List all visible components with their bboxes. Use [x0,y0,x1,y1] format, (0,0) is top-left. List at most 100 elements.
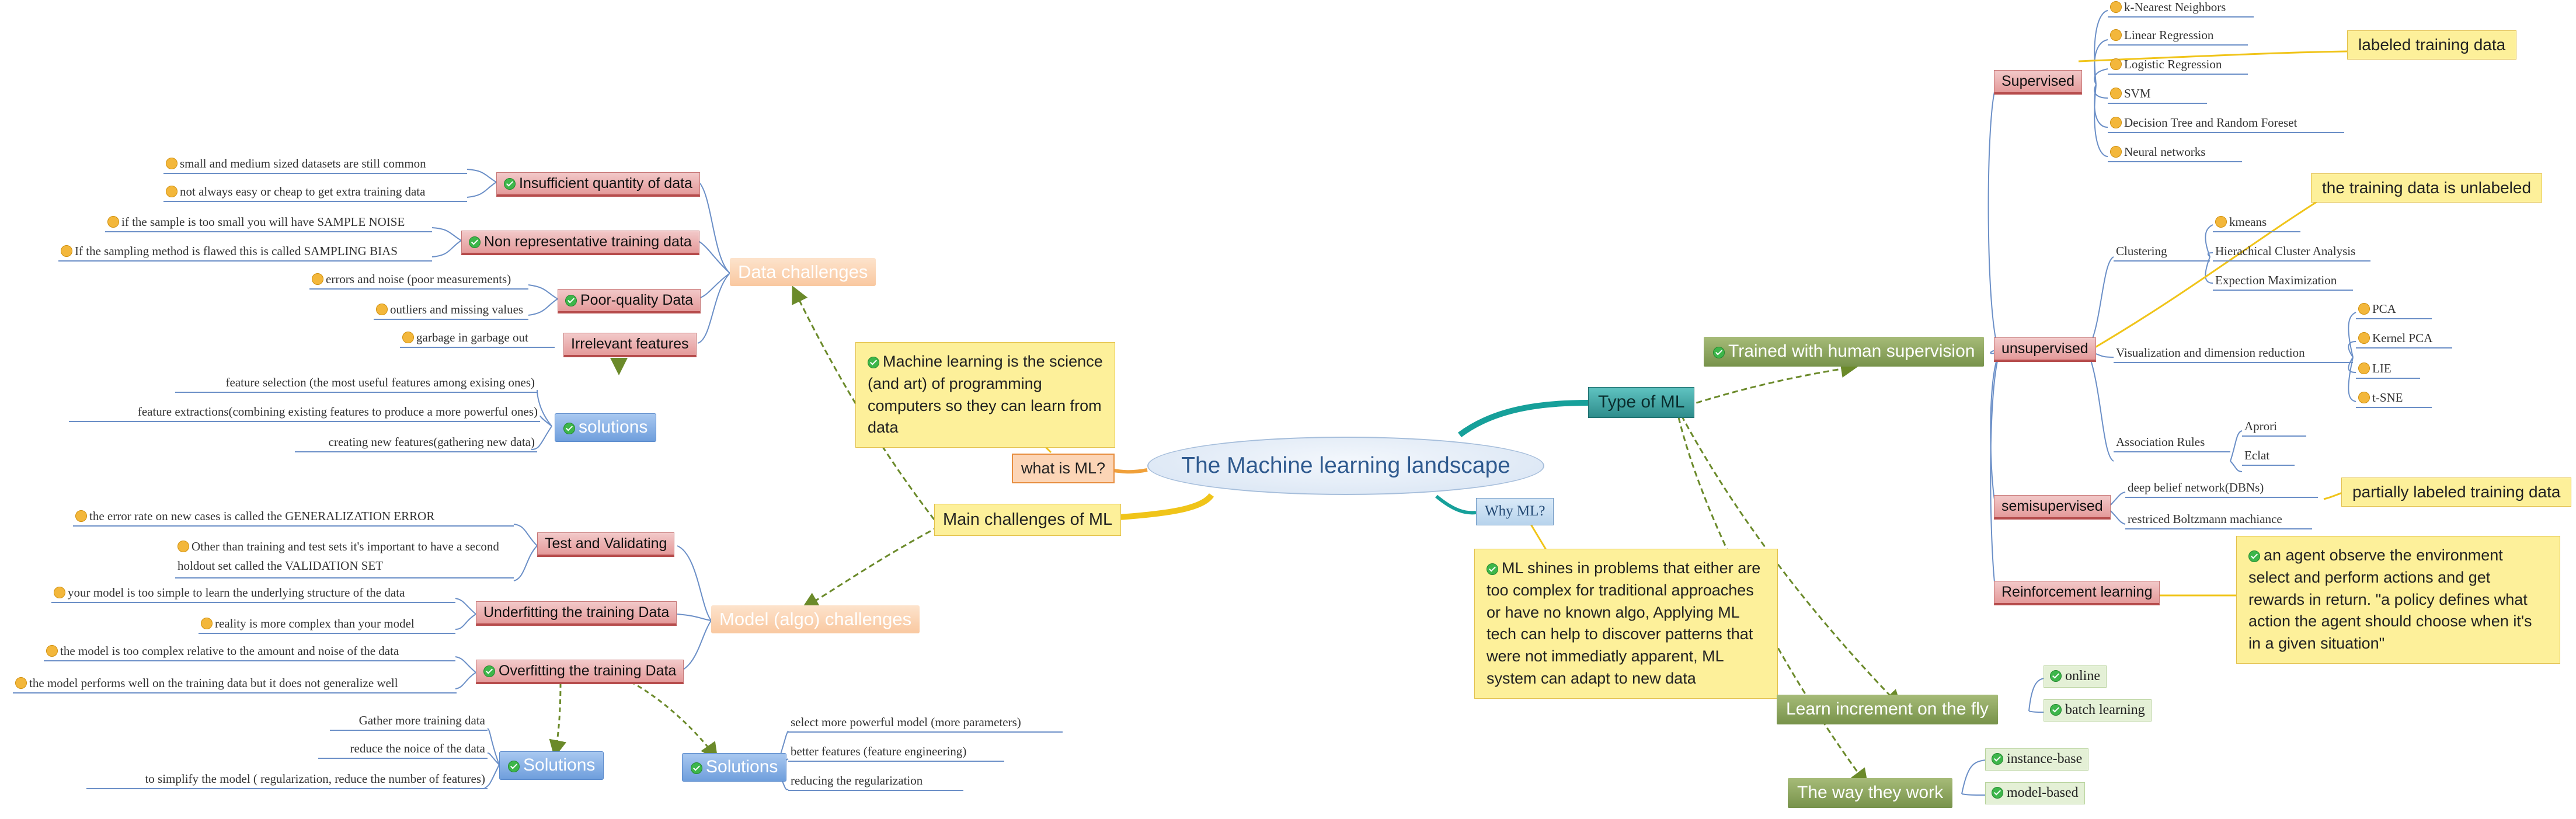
bullet-icon [2110,29,2122,41]
poor-quality-node[interactable]: Poor-quality Data [558,289,701,313]
online-item[interactable]: online [2044,665,2107,688]
instance-base-item[interactable]: instance-base [1985,748,2089,771]
bullet-icon [15,677,27,689]
non-representative-label: Non representative training data [484,233,692,250]
list-item: t-SNE [2356,391,2432,409]
what-is-ml-note: Machine learning is the science (and art… [855,342,1115,448]
bullet-icon [46,645,58,657]
check-icon [2248,550,2260,562]
central-topic[interactable]: The Machine learning landscape [1147,437,1544,495]
batch-learning-item[interactable]: batch learning [2044,699,2152,722]
bullet-icon [2358,303,2370,315]
item-text: Decision Tree and Random Foreset [2124,116,2297,130]
list-item: reality is more complex than your model [199,616,455,635]
bullet-icon [2358,392,2370,403]
irrelevant-features-node[interactable]: Irrelevant features [563,333,697,357]
list-item: restriced Boltzmann machiance [2125,512,2312,530]
check-icon [2050,670,2062,682]
list-item: the model performs well on the training … [13,676,457,694]
item-text: Logistic Regression [2124,57,2222,71]
type-of-ml-node[interactable]: Type of ML [1588,387,1695,418]
insufficient-data-node[interactable]: Insufficient quantity of data [496,172,700,197]
bullet-icon [2110,1,2122,13]
list-item: Aprori [2242,419,2306,437]
item-text: model-based [2007,785,2079,800]
list-item: Kernel PCA [2356,331,2452,349]
list-item: better features (feature engineering) [788,744,1004,762]
data-solutions-node[interactable]: solutions [555,413,657,442]
non-representative-node[interactable]: Non representative training data [461,231,699,255]
bullet-icon [2110,58,2122,70]
model-based-item[interactable]: model-based [1985,782,2085,804]
poor-quality-label: Poor-quality Data [580,292,694,308]
check-icon [691,762,702,774]
item-text: small and medium sized datasets are stil… [180,156,426,170]
check-icon [504,178,516,190]
check-icon [1992,753,2003,765]
bullet-icon [312,273,323,285]
underfitting-node[interactable]: Underfitting the training Data [476,601,677,626]
item-text: kmeans [2229,215,2267,229]
list-item: Other than training and test sets it's i… [175,537,514,579]
item-text: outliers and missing values [390,302,524,316]
clustering-node[interactable]: Clustering [2114,244,2210,262]
list-item: errors and noise (poor measurements) [309,272,528,290]
why-ml-node[interactable]: Why ML? [1476,498,1554,525]
list-item: your model is too simple to learn the un… [51,586,455,604]
supervised-node[interactable]: Supervised [1994,70,2083,95]
semisupervised-node[interactable]: semisupervised [1994,495,2111,520]
bullet-icon [376,304,388,315]
item-text: the model is too complex relative to the… [60,644,399,658]
visualization-node[interactable]: Visualization and dimension reduction [2114,346,2353,364]
list-item: Logistic Regression [2108,57,2248,75]
check-icon [508,761,520,772]
list-item: reduce the noice of the data [318,741,488,759]
item-text: online [2065,668,2100,684]
bullet-icon [2358,332,2370,344]
check-icon [469,236,481,248]
list-item: deep belief network(DBNs) [2125,480,2318,499]
item-text: not always easy or cheap to get extra tr… [180,184,426,198]
list-item: SVM [2108,86,2207,104]
list-item: feature selection (the most useful featu… [175,375,537,393]
overfitting-node[interactable]: Overfitting the training Data [476,660,684,684]
data-challenges-node[interactable]: Data challenges [730,258,876,286]
underfitting-solutions-label: Solutions [706,757,778,776]
human-supervision-label: Trained with human supervision [1728,341,1975,361]
list-item: to simplify the model ( regularization, … [86,772,488,790]
item-text: Other than training and test sets it's i… [177,539,499,573]
human-supervision-node[interactable]: Trained with human supervision [1704,337,1985,367]
check-icon [868,357,879,368]
bullet-icon [177,541,189,552]
list-item: Gather more training data [330,713,488,731]
item-text: PCA [2372,302,2396,316]
semisupervised-note: partially labeled training data [2341,478,2572,507]
test-validating-node[interactable]: Test and Validating [537,532,675,557]
supervised-note: labeled training data [2347,30,2517,60]
overfitting-solutions-node[interactable]: Solutions [499,751,604,780]
list-item: k-Nearest Neighbors [2108,0,2254,18]
reinforcement-note: an agent observe the environment select … [2236,536,2560,664]
main-challenges-node[interactable]: Main challenges of ML [934,504,1122,536]
unsupervised-note: the training data is unlabeled [2311,173,2543,203]
item-text: Kernel PCA [2372,331,2433,345]
model-challenges-node[interactable]: Model (algo) challenges [711,605,920,633]
list-item: Linear Regression [2108,28,2248,46]
underfitting-solutions-node[interactable]: Solutions [682,753,787,782]
bullet-icon [61,245,72,257]
item-text: if the sample is too small you will have… [121,215,405,229]
item-text: Linear Regression [2124,28,2214,42]
bullet-icon [201,618,213,629]
list-item: creating new features(gathering new data… [295,435,537,453]
association-node[interactable]: Association Rules [2114,435,2230,453]
what-is-ml-node[interactable]: what is ML? [1012,454,1115,484]
item-text: your model is too simple to learn the un… [68,586,405,600]
reinforcement-node[interactable]: Reinforcement learning [1994,581,2160,605]
list-item: PCA [2356,302,2432,320]
way-they-work-node[interactable]: The way they work [1788,778,1953,808]
item-text: the error rate on new cases is called th… [89,509,435,523]
bullet-icon [2110,88,2122,99]
unsupervised-node[interactable]: unsupervised [1994,337,2096,362]
overfitting-label: Overfitting the training Data [499,663,677,679]
learn-increment-node[interactable]: Learn increment on the fly [1777,695,1998,724]
